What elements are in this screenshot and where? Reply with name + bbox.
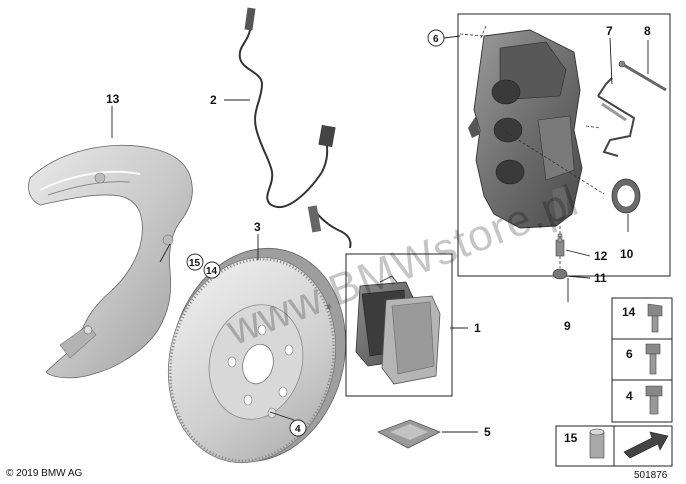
callout-9: 9 (564, 319, 571, 333)
callout-8: 8 (644, 24, 651, 38)
callout-14-circled: 14 (206, 266, 218, 277)
callout-11: 11 (594, 271, 607, 285)
callout-5: 5 (484, 425, 491, 439)
anti-rattle-spring-part (597, 77, 636, 157)
seal-ring-part (611, 178, 641, 214)
callout-7: 7 (606, 24, 613, 38)
callout-2: 2 (210, 93, 217, 107)
panel-label-15: 15 (564, 431, 578, 445)
brake-pads-box (345, 253, 453, 397)
panel-label-6: 6 (626, 347, 633, 361)
callout-15-circled: 15 (189, 258, 201, 269)
brake-pads-part (355, 275, 441, 385)
dust-cap-part (552, 268, 568, 280)
panel-label-14: 14 (622, 305, 636, 319)
wear-sensor-part (238, 7, 352, 249)
callout-13: 13 (106, 92, 120, 106)
sleeve-15-part (589, 428, 605, 459)
bolt-6-part (645, 343, 661, 375)
diagram-number: 501876 (634, 470, 668, 481)
callout-6-circled: 6 (433, 34, 439, 45)
panel-label-4: 4 (626, 389, 633, 403)
callout-10: 10 (620, 247, 634, 261)
arrow-icon (623, 431, 669, 459)
bolt-14-part (647, 303, 663, 333)
copyright-text: © 2019 BMW AG (6, 468, 83, 479)
brake-caliper-part (468, 29, 583, 229)
callout-3: 3 (254, 220, 261, 234)
callout-1: 1 (474, 321, 481, 335)
bolt-4-part (645, 385, 663, 415)
callout-12: 12 (594, 249, 608, 263)
callout-4-circled: 4 (295, 424, 301, 435)
bolts-panel (611, 297, 673, 423)
brake-disc-part (167, 247, 347, 464)
grease-packet-part (377, 419, 441, 449)
guide-pin-part (618, 60, 667, 92)
heat-shield-part (28, 144, 193, 379)
